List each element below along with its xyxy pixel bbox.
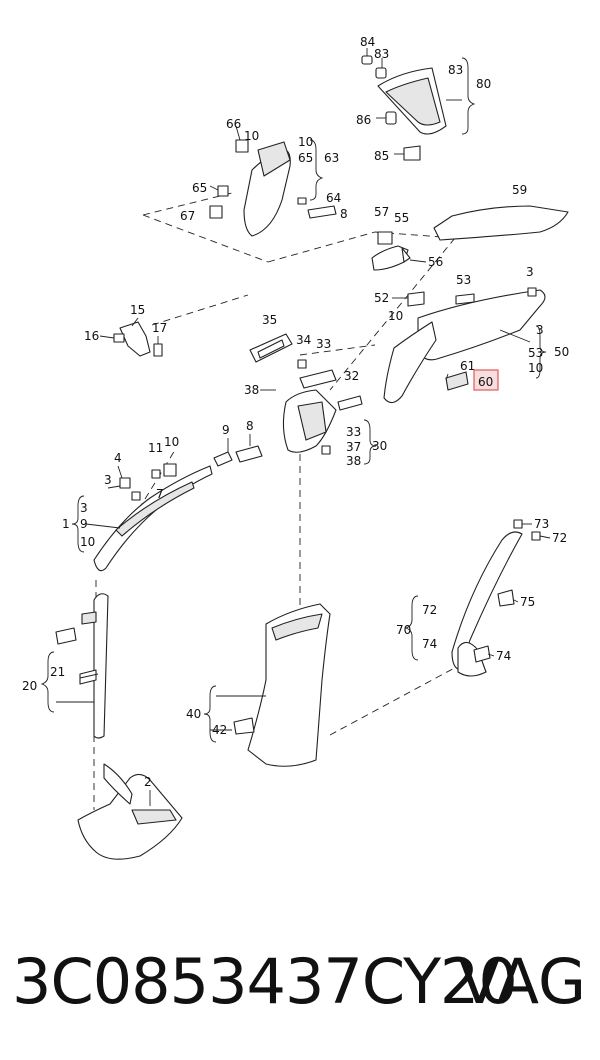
callout-38-brace: 38 (346, 454, 361, 468)
brand-text: VAG (458, 945, 586, 1018)
callout-labels: 84 83 83 80 86 85 66 10 10 65 63 65 64 6… (22, 35, 569, 789)
callout-65-brace: 65 (298, 151, 313, 165)
callout-8: 8 (340, 207, 348, 221)
callout-34: 34 (296, 333, 311, 347)
callout-38: 38 (244, 383, 259, 397)
callout-9: 9 (222, 423, 230, 437)
callout-74-brace: 74 (422, 637, 437, 651)
callout-70: 70 (396, 623, 411, 637)
callout-80: 80 (476, 77, 491, 91)
callout-60-highlight (473, 369, 499, 391)
callout-15: 15 (130, 303, 145, 317)
callout-4: 4 (114, 451, 122, 465)
callout-75: 75 (520, 595, 535, 609)
callout-63: 63 (324, 151, 339, 165)
callout-8-mid: 8 (246, 419, 254, 433)
callout-10: 10 (244, 129, 259, 143)
callout-10-left: 10 (164, 435, 179, 449)
part-63-trim-piece (209, 125, 337, 237)
part-55-bracket (371, 231, 411, 271)
callout-60: 60 (478, 375, 493, 389)
callout-72-brace: 72 (422, 603, 437, 617)
part-20-a-pillar-lower (55, 593, 109, 739)
callout-20: 20 (22, 679, 37, 693)
callout-32: 32 (344, 369, 359, 383)
callout-53-brace: 53 (528, 346, 543, 360)
callout-61: 61 (460, 359, 475, 373)
clip-84-icon (361, 48, 373, 65)
callout-37: 37 (346, 440, 361, 454)
callout-65: 65 (192, 181, 207, 195)
callout-73: 73 (534, 517, 549, 531)
part-30-pillar-cover (282, 389, 337, 455)
callout-50: 50 (554, 345, 569, 359)
callout-72: 72 (552, 531, 567, 545)
callout-10-brace-right: 10 (528, 361, 543, 375)
callout-3-brace: 3 (536, 323, 544, 337)
part-59-roof-trim (433, 205, 569, 241)
callout-1: 1 (62, 517, 70, 531)
part-80-pillar-trim (377, 67, 447, 135)
callout-40: 40 (186, 707, 201, 721)
part-70-pillar-trim (451, 519, 541, 677)
callout-3-left: 3 (104, 473, 112, 487)
callout-57: 57 (374, 205, 389, 219)
callout-53: 53 (456, 273, 471, 287)
part-40-b-pillar-lower (233, 603, 331, 767)
callout-83: 83 (374, 47, 389, 61)
callout-86: 86 (356, 113, 371, 127)
part-9-bolt (213, 445, 263, 467)
clip-85-icon (394, 145, 421, 161)
callout-30: 30 (372, 439, 387, 453)
callout-17: 17 (152, 321, 167, 335)
callout-55: 55 (394, 211, 409, 225)
callout-10-brace-left: 10 (80, 535, 95, 549)
callout-7: 7 (156, 487, 164, 501)
callout-2: 2 (144, 775, 152, 789)
callout-9-brace: 9 (80, 517, 88, 531)
callout-74: 74 (496, 649, 511, 663)
callout-35: 35 (262, 313, 277, 327)
callout-16: 16 (84, 329, 99, 343)
part-1-a-pillar-trim (93, 463, 213, 572)
callout-33-brace: 33 (346, 425, 361, 439)
callout-56: 56 (428, 255, 443, 269)
footer-bar: 3C0853437CY20 VAG (0, 932, 600, 1052)
callout-33: 33 (316, 337, 331, 351)
callout-59: 59 (512, 183, 527, 197)
leader-lines (79, 259, 551, 731)
callout-66: 66 (226, 117, 241, 131)
callout-85: 85 (374, 149, 389, 163)
callout-52: 52 (374, 291, 389, 305)
clip-86-icon (376, 111, 397, 125)
callout-21: 21 (50, 665, 65, 679)
exploded-parts-diagram: 84 83 83 80 86 85 66 10 10 65 63 65 64 6… (22, 35, 569, 860)
callout-83-brace: 83 (448, 63, 463, 77)
part-number-text: 3C0853437CY20 (12, 945, 518, 1018)
part-2-kick-panel (77, 763, 183, 860)
callout-10-mid: 10 (388, 309, 403, 323)
callout-84: 84 (360, 35, 375, 49)
part-35-clip (249, 333, 363, 411)
callout-3-brace-left: 3 (80, 501, 88, 515)
part-50-b-pillar-upper (383, 287, 546, 404)
part-15-bracket (113, 321, 163, 357)
clip-83-icon (375, 58, 387, 79)
callout-10-brace: 10 (298, 135, 313, 149)
callout-67: 67 (180, 209, 195, 223)
callout-11: 11 (148, 441, 163, 455)
callout-3-upper: 3 (526, 265, 534, 279)
callout-64: 64 (326, 191, 341, 205)
